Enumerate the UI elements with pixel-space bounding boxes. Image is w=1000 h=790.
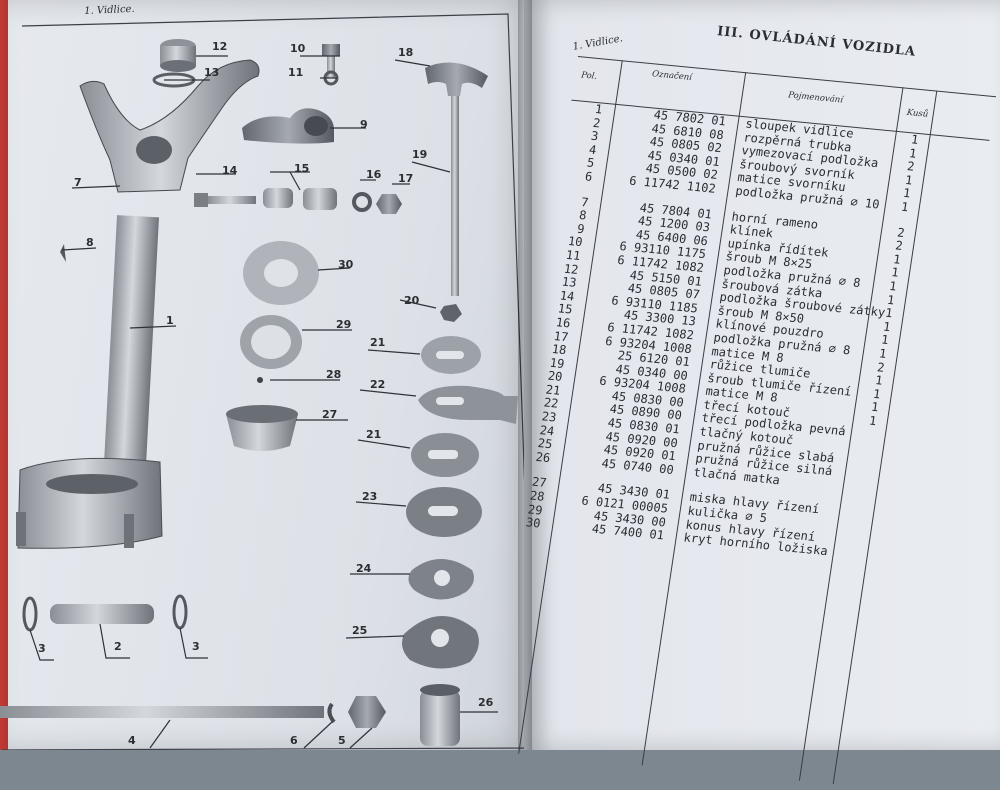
- callout-label: 21: [370, 336, 386, 349]
- callout-label: 27: [322, 408, 338, 421]
- row-qty: 1: [900, 199, 910, 215]
- callout-label: 8: [86, 236, 94, 249]
- callout-label: 17: [398, 172, 414, 185]
- book-gutter: [518, 0, 532, 750]
- col-header-pol: Pol.: [580, 70, 598, 82]
- callout-label: 20: [404, 294, 420, 307]
- callout-label: 18: [398, 46, 414, 59]
- callout-label: 29: [336, 318, 352, 331]
- callout-label: 19: [412, 148, 428, 161]
- callout-label: 7: [74, 176, 82, 189]
- part-12-plug: [160, 39, 196, 72]
- callout-label: 5: [338, 734, 346, 747]
- callout-label: 14: [222, 164, 238, 177]
- left-page-heading: 1. Vidlice.: [84, 3, 135, 17]
- callout-label: 21: [366, 428, 382, 441]
- callout-label: 10: [290, 42, 306, 55]
- callout-label: 26: [478, 696, 494, 709]
- col-header-name: Pojmenování: [787, 90, 844, 106]
- callout-label: 6: [290, 734, 298, 747]
- exploded-parts-drawing: [0, 13, 535, 750]
- callout-label: 25: [352, 624, 368, 637]
- callout-label: 30: [338, 258, 354, 271]
- callout-label: 24: [356, 562, 372, 575]
- callout-label: 11: [288, 66, 304, 79]
- col-header-code: Označení: [651, 69, 693, 83]
- callout-label: 1: [166, 314, 174, 327]
- callout-label: 12: [212, 40, 228, 53]
- row-pol: 30: [524, 515, 542, 531]
- right-page: [524, 0, 1000, 750]
- callout-label: 13: [204, 66, 220, 79]
- callout-label: 3: [38, 642, 46, 655]
- callout-label: 9: [360, 118, 368, 131]
- callout-label: 22: [370, 378, 386, 391]
- callout-label: 28: [326, 368, 342, 381]
- row-pol: 6: [584, 169, 594, 184]
- callout-label: 16: [366, 168, 382, 181]
- row-pol: 26: [534, 449, 552, 465]
- callout-label: 15: [294, 162, 310, 175]
- col-header-qty: Kusů: [906, 107, 929, 120]
- callout-label: 4: [128, 734, 136, 747]
- callout-label: 2: [114, 640, 122, 653]
- callout-label: 3: [192, 640, 200, 653]
- callout-label: 23: [362, 490, 378, 503]
